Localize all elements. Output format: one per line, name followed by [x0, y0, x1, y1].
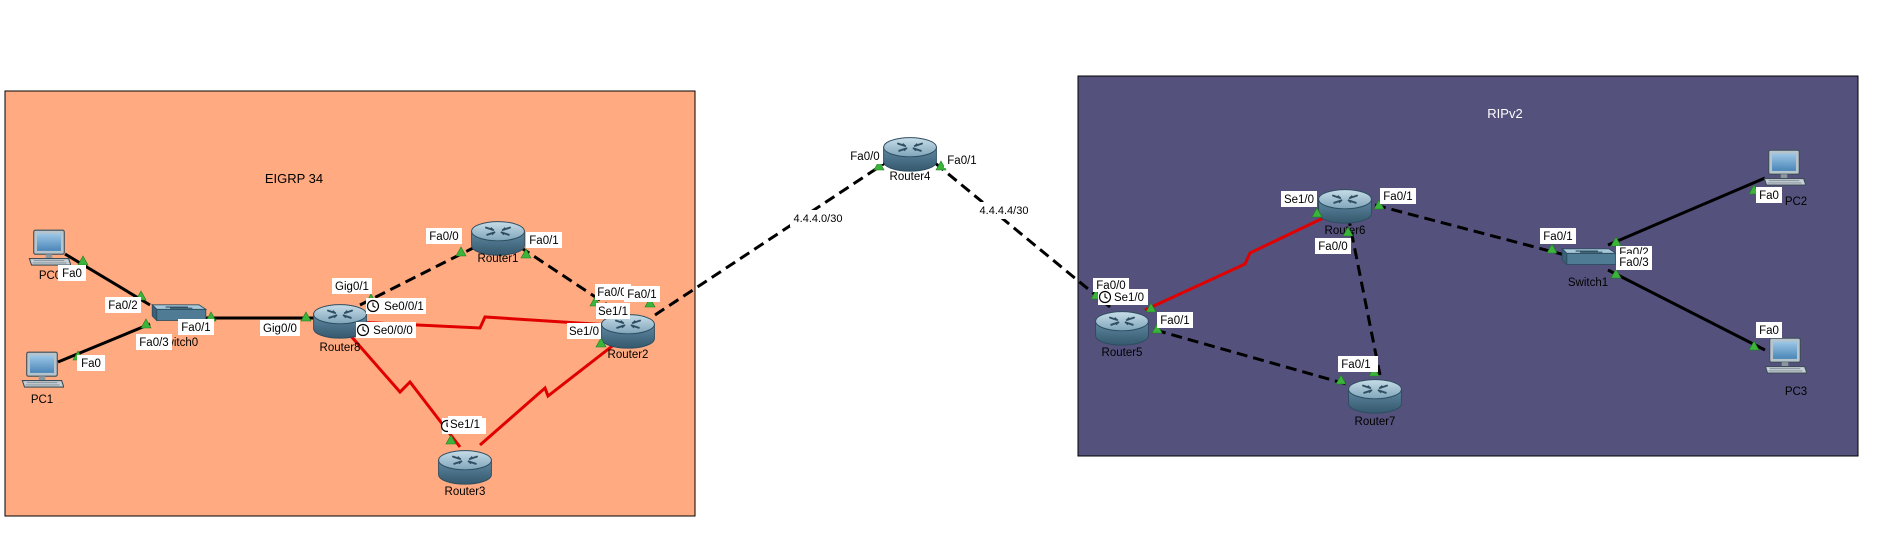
port-label[interactable]: Fa0/1	[1341, 359, 1370, 371]
port-label[interactable]: Fa0/1	[1160, 315, 1189, 327]
right-wan-label[interactable]: 4.4.4.4/30	[980, 205, 1029, 217]
port-label[interactable]: Fa0/0	[1318, 241, 1347, 253]
port-label[interactable]: Fa0/0	[597, 287, 626, 299]
switch1[interactable]	[1561, 248, 1617, 266]
switch1-label[interactable]: Switch1	[1568, 277, 1608, 289]
pc0-label[interactable]: PC0	[39, 270, 61, 282]
pc0-pc-icon[interactable]	[28, 229, 71, 266]
eigrp-area-label[interactable]: EIGRP 34	[265, 171, 323, 186]
link-router6-switch1[interactable]	[1374, 203, 1566, 257]
port-label[interactable]: Gig0/1	[335, 281, 369, 293]
port-label[interactable]: Se1/1	[598, 306, 628, 318]
router1-label[interactable]: Router1	[478, 253, 519, 265]
link-pc1-switch0[interactable]	[57, 322, 151, 364]
pc2-pc-icon[interactable]	[1763, 149, 1806, 186]
port-label[interactable]: Se0/0/0	[373, 325, 413, 337]
pc0[interactable]	[28, 229, 71, 266]
switch0-switch-icon[interactable]	[151, 304, 207, 322]
left-wan-label[interactable]: 4.4.4.0/30	[794, 213, 843, 225]
router6[interactable]	[1317, 188, 1373, 225]
link-router8-router1[interactable]	[359, 245, 476, 307]
link-router2-router3-serial[interactable]	[479, 338, 621, 447]
router7-router-icon[interactable]	[1347, 378, 1403, 415]
router1[interactable]	[470, 220, 526, 257]
eigrp-label-bg	[264, 168, 324, 190]
port-label[interactable]: Fa0/1	[181, 322, 210, 334]
link-router5-router6-serial[interactable]	[1144, 208, 1341, 312]
router3-router-icon[interactable]	[437, 449, 493, 486]
router5-label[interactable]: Router5	[1102, 347, 1143, 359]
port-label[interactable]: Fa0/3	[1619, 257, 1648, 269]
rip-area	[1077, 75, 1859, 457]
router5[interactable]	[1094, 310, 1150, 347]
router3-label[interactable]: Router3	[445, 486, 486, 498]
pc1-label[interactable]: PC1	[31, 394, 53, 406]
pc2-label[interactable]: PC2	[1785, 196, 1807, 208]
port-label[interactable]: Fa0/1	[529, 235, 558, 247]
port-label[interactable]: Fa0/0	[429, 231, 458, 243]
port-label[interactable]: Fa0/1	[1383, 191, 1412, 203]
pc1-pc-icon[interactable]	[21, 351, 64, 388]
router1-router-icon[interactable]	[470, 220, 526, 257]
port-label[interactable]: Fa0/2	[108, 300, 137, 312]
port-label[interactable]: Fa0/3	[139, 337, 168, 349]
router6-router-icon[interactable]	[1317, 188, 1373, 225]
switch0[interactable]	[151, 304, 207, 322]
device-labels: PC0 PC1 Switch0 Router8 Router1 Router2 …	[31, 171, 1807, 498]
port-label[interactable]: Se1/0	[1114, 292, 1144, 304]
clock-icon	[356, 323, 370, 337]
router4-router-icon[interactable]	[882, 136, 938, 173]
port-label[interactable]: Se1/0	[569, 326, 599, 338]
clock-icon	[1098, 290, 1112, 304]
link-router2-router4[interactable]	[654, 161, 886, 317]
port-label[interactable]: Se1/1	[450, 419, 480, 431]
ethernet-links	[57, 176, 1766, 364]
left-wan-bg	[790, 210, 846, 227]
port-labels: Fa0 Fa0/2 Fa0 Fa0/3 Fa0/1 Gig0/0 Gig0/1 …	[58, 148, 1782, 434]
link-router8-router2-serial[interactable]	[354, 315, 611, 330]
router2-label[interactable]: Router2	[608, 349, 649, 361]
port-label[interactable]: Fa0/1	[1543, 231, 1572, 243]
port-label[interactable]: Fa0/0	[850, 151, 879, 163]
router3[interactable]	[437, 449, 493, 486]
port-label[interactable]: Se1/0	[1284, 194, 1314, 206]
router5-router-icon[interactable]	[1094, 310, 1150, 347]
port-label[interactable]: Fa0	[62, 268, 82, 280]
rip-area-label[interactable]: RIPv2	[1487, 106, 1522, 121]
link-switch1-pc2[interactable]	[1607, 176, 1766, 247]
port-label[interactable]: Gig0/0	[263, 323, 297, 335]
link-router4-router5[interactable]	[934, 161, 1111, 309]
port-label[interactable]: Fa0/1	[947, 155, 976, 167]
link-router6-router7[interactable]	[1346, 214, 1382, 376]
pc3-label[interactable]: PC3	[1785, 386, 1807, 398]
port-label[interactable]: Fa0/1	[627, 289, 656, 301]
pc1[interactable]	[21, 351, 64, 388]
router2[interactable]	[600, 313, 656, 350]
router8-label[interactable]: Router8	[320, 342, 361, 354]
pc2[interactable]	[1763, 149, 1806, 186]
port-label[interactable]: Fa0	[1759, 190, 1779, 202]
link-switch1-pc3[interactable]	[1607, 268, 1766, 352]
port-label[interactable]: Fa0	[1759, 325, 1779, 337]
port-label[interactable]: Fa0	[81, 358, 101, 370]
router7-label[interactable]: Router7	[1355, 416, 1396, 428]
port-label[interactable]: Se0/0/1	[384, 301, 424, 313]
router7[interactable]	[1347, 378, 1403, 415]
right-wan-bg	[976, 202, 1032, 219]
router4[interactable]	[882, 136, 938, 173]
router4-label[interactable]: Router4	[890, 171, 932, 183]
switch1-switch-icon[interactable]	[1561, 248, 1617, 266]
pc3[interactable]	[1764, 337, 1807, 374]
clock-icon	[366, 299, 380, 313]
router2-router-icon[interactable]	[600, 313, 656, 350]
router6-label[interactable]: Router6	[1325, 225, 1366, 237]
link-router8-router3-serial[interactable]	[348, 334, 462, 448]
pc3-pc-icon[interactable]	[1764, 337, 1807, 374]
serial-links	[348, 208, 1341, 448]
rip-label-bg	[1481, 103, 1529, 125]
crossover-links	[359, 161, 1566, 387]
